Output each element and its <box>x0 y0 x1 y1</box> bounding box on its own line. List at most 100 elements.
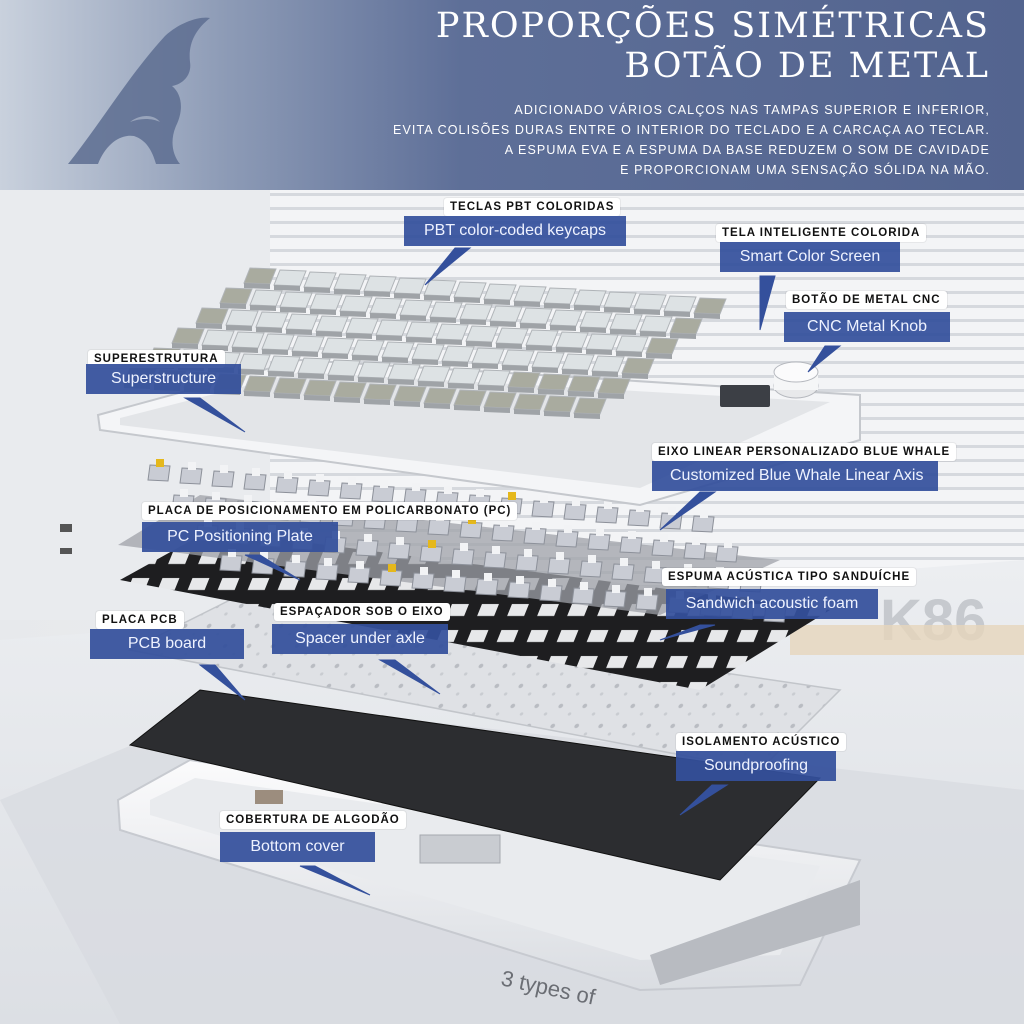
switch-stem <box>668 507 676 515</box>
keycap-side <box>430 317 456 323</box>
switch-stem <box>588 555 596 563</box>
keycap <box>471 347 505 365</box>
description-line: Adicionado vários calços nas tampas supe… <box>514 103 990 117</box>
callout-label-pt: Superestrutura <box>88 350 225 368</box>
switch-housing <box>339 482 363 500</box>
keycap-side <box>424 295 450 301</box>
switch-stem <box>356 561 364 569</box>
keycap-side <box>376 335 402 341</box>
keycap <box>255 311 289 329</box>
switch-stem <box>220 465 228 473</box>
keycap-side <box>262 349 288 355</box>
keycap <box>261 333 295 351</box>
switch-stem <box>428 540 436 548</box>
switch-stem <box>388 564 396 572</box>
keycap <box>573 289 607 307</box>
keycap-side <box>280 307 306 313</box>
switch-stem <box>652 561 660 569</box>
keycap-side <box>364 399 390 405</box>
keycap <box>645 337 679 355</box>
keycap <box>327 359 361 377</box>
keycap-side <box>400 315 426 321</box>
switch-stem <box>644 588 652 596</box>
keycap <box>201 329 235 347</box>
keycap-side <box>304 287 330 293</box>
switch-housing <box>475 578 499 596</box>
header-description: Adicionado vários calços nas tampas supe… <box>350 100 990 180</box>
keycap-side <box>454 405 480 411</box>
keycap <box>423 387 457 405</box>
keycap-side <box>322 353 348 359</box>
keycap <box>465 325 499 343</box>
switch-stem <box>364 534 372 542</box>
keycap <box>237 353 271 371</box>
switch-housing <box>443 575 467 593</box>
keycap <box>453 389 487 407</box>
keycap-side <box>592 371 618 377</box>
callout-label-en: PCB board <box>90 629 244 659</box>
keycap <box>477 369 511 387</box>
switch-housing <box>419 545 443 563</box>
keycap <box>507 371 541 389</box>
keycap <box>549 309 583 327</box>
switch-housing <box>603 590 627 608</box>
callout-label-pt: Espaçador sob o eixo <box>274 603 450 621</box>
keycap <box>603 291 637 309</box>
switch-housing <box>219 554 243 572</box>
keycap-side <box>544 303 570 309</box>
keycap <box>441 345 475 363</box>
switch-housing <box>355 539 379 557</box>
callout-label-en: Bottom cover <box>220 832 375 862</box>
keycap-side <box>172 343 198 349</box>
keycap <box>369 297 403 315</box>
keycap <box>615 335 649 353</box>
keycap <box>459 303 493 321</box>
switch-stem <box>540 495 548 503</box>
keycap <box>357 361 391 379</box>
keycap <box>267 355 301 373</box>
callout-label-pt: Teclas PBT coloridas <box>444 198 621 216</box>
switch-stem <box>532 522 540 530</box>
keycap <box>393 277 427 295</box>
switch-housing <box>307 479 331 497</box>
keycap-side <box>334 289 360 295</box>
keycap <box>249 289 283 307</box>
keycap <box>303 379 337 397</box>
keycap-side <box>334 397 360 403</box>
switch-stem <box>580 582 588 590</box>
keycap <box>315 315 349 333</box>
switch-stem <box>380 480 388 488</box>
callout-label-pt: Isolamento acústico <box>676 733 847 751</box>
keycap-side <box>286 329 312 335</box>
keycap-side <box>472 363 498 369</box>
keycap-side <box>478 385 504 391</box>
keycap-side <box>532 367 558 373</box>
keycap-side <box>202 345 228 351</box>
description-line: A espuma EVA e a espuma da base reduzem … <box>504 143 990 157</box>
switch-housing <box>691 515 715 533</box>
page-title-line-2: Botão de Metal <box>624 46 990 86</box>
keycap <box>543 395 577 413</box>
keycap <box>669 317 703 335</box>
switch-housing <box>243 473 267 491</box>
switch-housing <box>211 470 235 488</box>
keycap <box>483 391 517 409</box>
keycap-side <box>244 283 270 289</box>
keycap-side <box>586 349 612 355</box>
keycap <box>411 343 445 361</box>
switch-stem <box>612 585 620 593</box>
keycap <box>489 305 523 323</box>
callout-label-en: PC Positioning Plate <box>142 522 338 552</box>
switch-housing <box>683 542 707 560</box>
switch-housing <box>427 518 451 536</box>
switch-housing <box>539 584 563 602</box>
switch-stem <box>564 525 572 533</box>
switch-stem <box>724 540 732 548</box>
switch-stem <box>516 576 524 584</box>
switch-housing <box>651 539 675 557</box>
keycap-side <box>460 319 486 325</box>
switch-stem <box>284 471 292 479</box>
keycap <box>513 285 547 303</box>
keycap-side <box>502 365 528 371</box>
switch-housing <box>459 521 483 539</box>
